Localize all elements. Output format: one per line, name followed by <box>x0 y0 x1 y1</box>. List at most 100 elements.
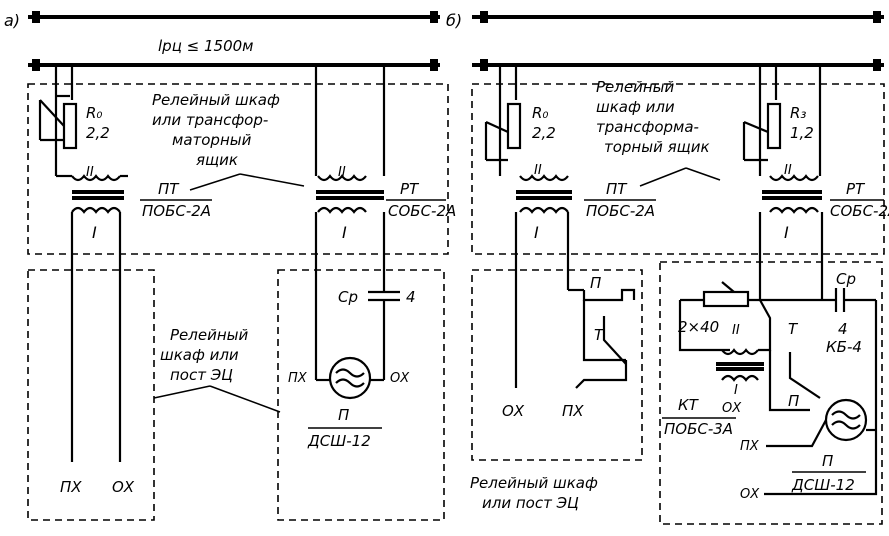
relay-dssh12 <box>328 356 372 400</box>
contact-p-label: П <box>590 274 601 292</box>
resistor-2x40 <box>702 290 750 308</box>
r0-value: 2,2 <box>86 124 110 142</box>
term-px: ПХ <box>562 402 584 420</box>
leader-line <box>209 385 281 413</box>
section-length-label: lрц ≤ 1500м <box>158 37 254 55</box>
rt-winding-1-label: I <box>342 223 347 242</box>
pt-type: ПОБС-2А <box>586 202 655 220</box>
relay-box-outline <box>471 83 885 255</box>
box-caption-2: шкаф или <box>596 98 675 116</box>
contact-t <box>582 300 627 365</box>
post-outline-relay <box>659 261 883 525</box>
relay-dssh12 <box>824 398 868 442</box>
leader-line <box>153 385 211 399</box>
wire <box>766 419 827 448</box>
post-caption-1: Релейный <box>170 326 248 344</box>
contact-p2-label: П <box>788 392 799 410</box>
kt-winding-2-label: II <box>732 323 740 338</box>
cap-label: Cр <box>338 288 358 306</box>
cap-type: КБ-4 <box>826 338 862 356</box>
post-outline-feed <box>471 269 643 461</box>
pt-name: ПТ <box>158 180 180 198</box>
resistor-r0 <box>506 102 522 150</box>
panel-a-letter: а) <box>4 11 20 30</box>
rheostat-slider <box>721 281 735 293</box>
r0-value: 2,2 <box>532 124 556 142</box>
post-caption-2: шкаф или <box>160 346 239 364</box>
transformer-rt-secondary <box>317 174 367 182</box>
post-outline-feed <box>27 269 155 521</box>
term-px: ПХ <box>60 478 82 496</box>
box-caption-4: ящик <box>196 151 238 169</box>
cap-label: Cр <box>836 270 856 288</box>
relay-name: П <box>822 452 833 470</box>
contact-p <box>582 288 636 302</box>
rt-name: РТ <box>400 180 420 198</box>
insulated-joint <box>480 59 488 71</box>
box-caption-4: торный ящик <box>604 138 710 156</box>
transformer-pt-secondary <box>519 174 569 182</box>
insulated-joint <box>480 11 488 23</box>
insulated-joint <box>32 11 40 23</box>
insulated-joint <box>873 59 881 71</box>
transformer-pt-secondary <box>71 174 121 182</box>
kt-name: КТ <box>678 396 700 414</box>
transformer-rt-secondary <box>769 174 819 182</box>
transformer-pt-primary <box>519 206 569 214</box>
panel-b: б) R₀ 2,2 II I ПТ ПОБС-2А П Т ОХ <box>446 11 889 525</box>
relay-ac-symbol <box>335 368 365 388</box>
kt-winding-1-label: I <box>734 383 738 398</box>
kt-t-label: Т <box>788 320 799 338</box>
box-caption-3: трансформа- <box>596 118 699 136</box>
insulated-joint <box>873 11 881 23</box>
rheostat-slider <box>39 99 65 127</box>
relay-type: ДСШ-12 <box>307 432 371 450</box>
relay-name: П <box>338 406 349 424</box>
relay-box-outline <box>27 83 449 255</box>
kt-ox: ОХ <box>722 401 742 416</box>
rt-type: СОБС-2А <box>388 202 456 220</box>
wire <box>764 430 878 496</box>
r3-value: 1,2 <box>790 124 814 142</box>
cap-value: 4 <box>406 288 416 306</box>
post-caption-3: пост ЭЦ <box>170 366 233 384</box>
insulated-joint <box>430 59 438 71</box>
rt-type: СОБС-2А <box>830 202 889 220</box>
transformer-pt-primary <box>71 206 121 214</box>
box-caption-1: Релейный <box>596 78 674 96</box>
rheostat-slider <box>743 120 769 134</box>
rt-winding-1-label: I <box>784 223 789 242</box>
relay-ox-label: ОХ <box>740 487 760 502</box>
bottom-caption-2: или пост ЭЦ <box>482 494 579 512</box>
transformer-rt-primary <box>317 206 367 214</box>
leader-line <box>639 167 687 187</box>
panel-a: а) lрц ≤ 1500м R₀ 2,2 II I ПТ ПОБС-2А <box>4 11 456 521</box>
box-caption-2: или трансфор- <box>152 111 268 129</box>
resistor-r0 <box>62 102 78 150</box>
rheostat-slider <box>485 120 509 134</box>
r0-label: R₀ <box>86 104 102 122</box>
rt-winding-2-label: II <box>338 165 346 180</box>
kt-type: ПОБС-3А <box>664 420 733 438</box>
insulated-joint <box>430 11 438 23</box>
transformer-rt-primary <box>769 206 819 214</box>
contact-t2 <box>758 299 772 352</box>
wire <box>768 350 810 412</box>
rt-winding-2-label: II <box>784 163 792 178</box>
term-ox: ОХ <box>502 402 525 420</box>
resistor-value: 2×40 <box>678 318 719 336</box>
relay-type: ДСШ-12 <box>791 476 855 494</box>
transformer-kt-secondary <box>721 348 759 356</box>
winding-1-label: I <box>92 223 97 242</box>
bottom-caption-1: Релейный шкаф <box>470 474 598 492</box>
rt-name: РТ <box>846 180 866 198</box>
relay-ox-label: ОХ <box>390 371 410 386</box>
cap-value: 4 <box>838 320 848 338</box>
relay-px-label: ПХ <box>288 371 308 386</box>
wire <box>678 300 730 352</box>
post-outline-relay <box>277 269 445 521</box>
winding-2-label: II <box>534 163 542 178</box>
relay-ac-symbol <box>831 410 861 430</box>
r0-label: R₀ <box>532 104 548 122</box>
